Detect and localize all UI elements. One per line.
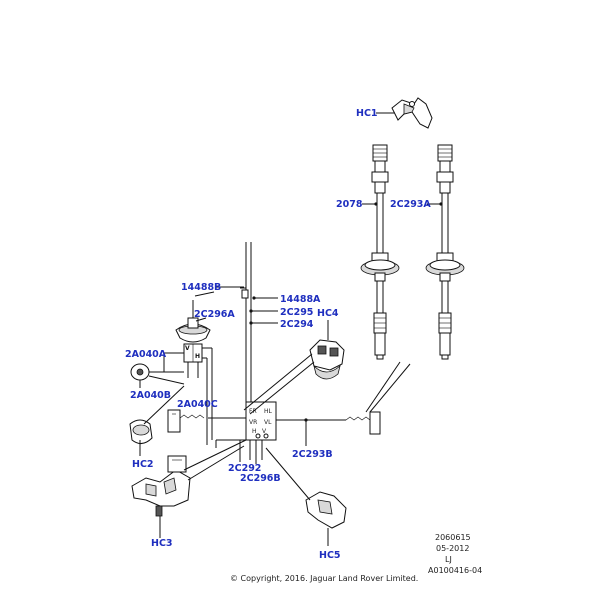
mod-label-h: H	[252, 428, 257, 435]
left-bracket	[167, 409, 246, 433]
hc4-clip	[243, 320, 345, 415]
label-2c293b: 2C293B	[292, 449, 333, 460]
label-2c296b: 2C296B	[240, 473, 281, 484]
mod-label-vr: VR	[249, 419, 257, 426]
label-2a040a: 2A040A	[125, 349, 167, 360]
label-14488a: 14488A	[280, 294, 321, 305]
label-hc5: HC5	[319, 550, 341, 561]
abs-modulator: FR HL VR VL H V	[215, 401, 308, 464]
label-14488b: 14488B	[181, 282, 221, 293]
label-hc1: HC1	[356, 108, 378, 119]
meta-ref: A0100416-04	[428, 566, 482, 575]
hc2-clip	[129, 385, 185, 456]
meta-date: 05-2012	[436, 544, 469, 553]
hose-2c293a	[425, 144, 465, 360]
label-2c295: 2C295	[280, 307, 313, 318]
label-2078: 2078	[336, 199, 363, 210]
hc1-clip	[376, 97, 433, 129]
hc3-clip	[131, 455, 191, 538]
valve-label-h: H	[195, 353, 200, 360]
main-pipes	[240, 242, 278, 402]
leaders-hc3	[183, 439, 247, 481]
mod-label-v: V	[262, 428, 267, 435]
label-hc4: HC4	[317, 308, 339, 319]
mod-label-vl: VL	[264, 419, 272, 426]
proportioning-valve: V H	[164, 291, 215, 445]
label-2c293a: 2C293A	[390, 199, 431, 210]
copyright: © Copyright, 2016. Jaguar Land Rover Lim…	[230, 574, 418, 583]
right-pipe	[305, 361, 411, 446]
meta-initials: LJ	[445, 555, 452, 564]
label-hc3: HC3	[151, 538, 173, 549]
label-2a040b: 2A040B	[130, 390, 171, 401]
label-2c292: 2C292	[228, 463, 261, 474]
mod-label-hl: HL	[264, 408, 273, 415]
label-hc2: HC2	[132, 459, 154, 470]
label-2c296a: 2C296A	[194, 309, 235, 320]
hose-2078	[360, 144, 400, 360]
label-2c294: 2C294	[280, 319, 314, 330]
sensor-2a040a	[130, 353, 185, 388]
label-2a040c: 2A040C	[177, 399, 218, 410]
meta-code: 2060615	[435, 533, 471, 542]
hc5-clip	[265, 447, 347, 546]
valve-label-v: V	[185, 345, 190, 352]
